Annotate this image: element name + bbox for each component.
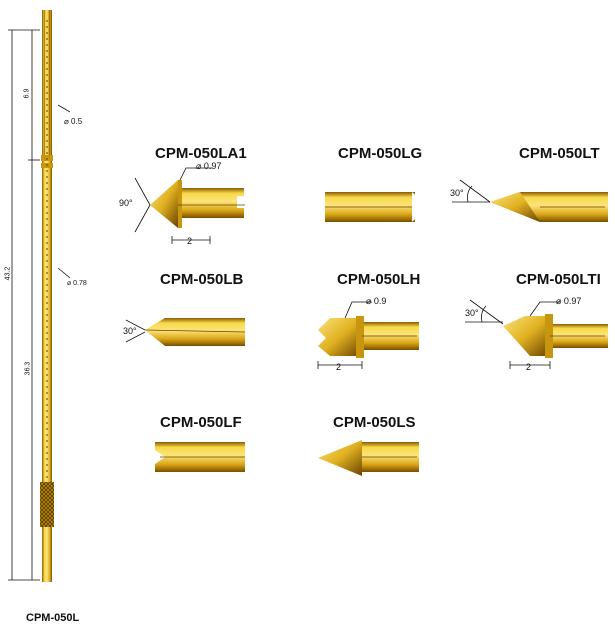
angle-label-LB: 30° — [123, 326, 137, 336]
tip-drawing-LA1 — [150, 180, 245, 228]
tip-dims-LT — [452, 179, 491, 203]
tip-title-LS: CPM-050LS — [333, 414, 416, 431]
dia-tip-label: ⌀ 0.5 — [64, 117, 83, 126]
tip-drawing-LH — [318, 316, 419, 358]
tip-title-LT: CPM-050LT — [519, 145, 600, 162]
tip-title-LF: CPM-050LF — [160, 414, 242, 431]
main-probe — [40, 10, 54, 582]
tip-drawing-LB — [144, 318, 246, 346]
length-label-LH: 2 — [336, 362, 342, 372]
tip-title-LB: CPM-050LB — [160, 271, 244, 288]
main-dimensions — [8, 29, 71, 581]
probe-plunger — [44, 10, 50, 155]
angle-label-LA1: 90° — [119, 198, 133, 208]
length-label-LA1: 2 — [187, 236, 193, 246]
leader-dia-tip — [57, 104, 71, 113]
probe-knurl — [40, 482, 54, 527]
tip-drawing-LT — [490, 192, 608, 222]
diameter-label-LA1: ⌀ 0.97 — [196, 161, 222, 171]
main-probe-label: CPM-050L — [26, 612, 80, 624]
tip-drawing-LF — [155, 442, 245, 472]
tip-dims-LA1 — [134, 167, 212, 244]
leader-dia-body — [57, 267, 71, 279]
tip-drawing-LS — [318, 440, 419, 476]
diameter-label-LH: ⌀ 0.9 — [366, 296, 387, 306]
tip-drawing-LTI — [503, 314, 608, 358]
dia-body-label: ⌀ 0.78 — [67, 280, 87, 287]
tip-dims-LH — [317, 301, 372, 369]
dim-lower-label: 36.3 — [24, 361, 32, 376]
angle-label-LTI: 30° — [465, 308, 479, 318]
tip-drawing-LG — [325, 192, 418, 222]
tip-dims-LB — [125, 319, 146, 343]
tip-title-LTI: CPM-050LTI — [516, 271, 601, 288]
tip-title-LA1: CPM-050LA1 — [155, 145, 247, 162]
length-label-LTI: 2 — [526, 362, 532, 372]
tip-dims-LTI — [465, 299, 560, 369]
diameter-label-LTI: ⌀ 0.97 — [556, 296, 582, 306]
angle-label-LT: 30° — [450, 188, 464, 198]
tip-title-LH: CPM-050LH — [337, 271, 421, 288]
tip-title-LG: CPM-050LG — [338, 145, 423, 162]
dim-top-label: 6.9 — [23, 88, 31, 99]
dim-total-label: 43.2 — [4, 266, 12, 281]
probe-tail — [42, 527, 52, 582]
